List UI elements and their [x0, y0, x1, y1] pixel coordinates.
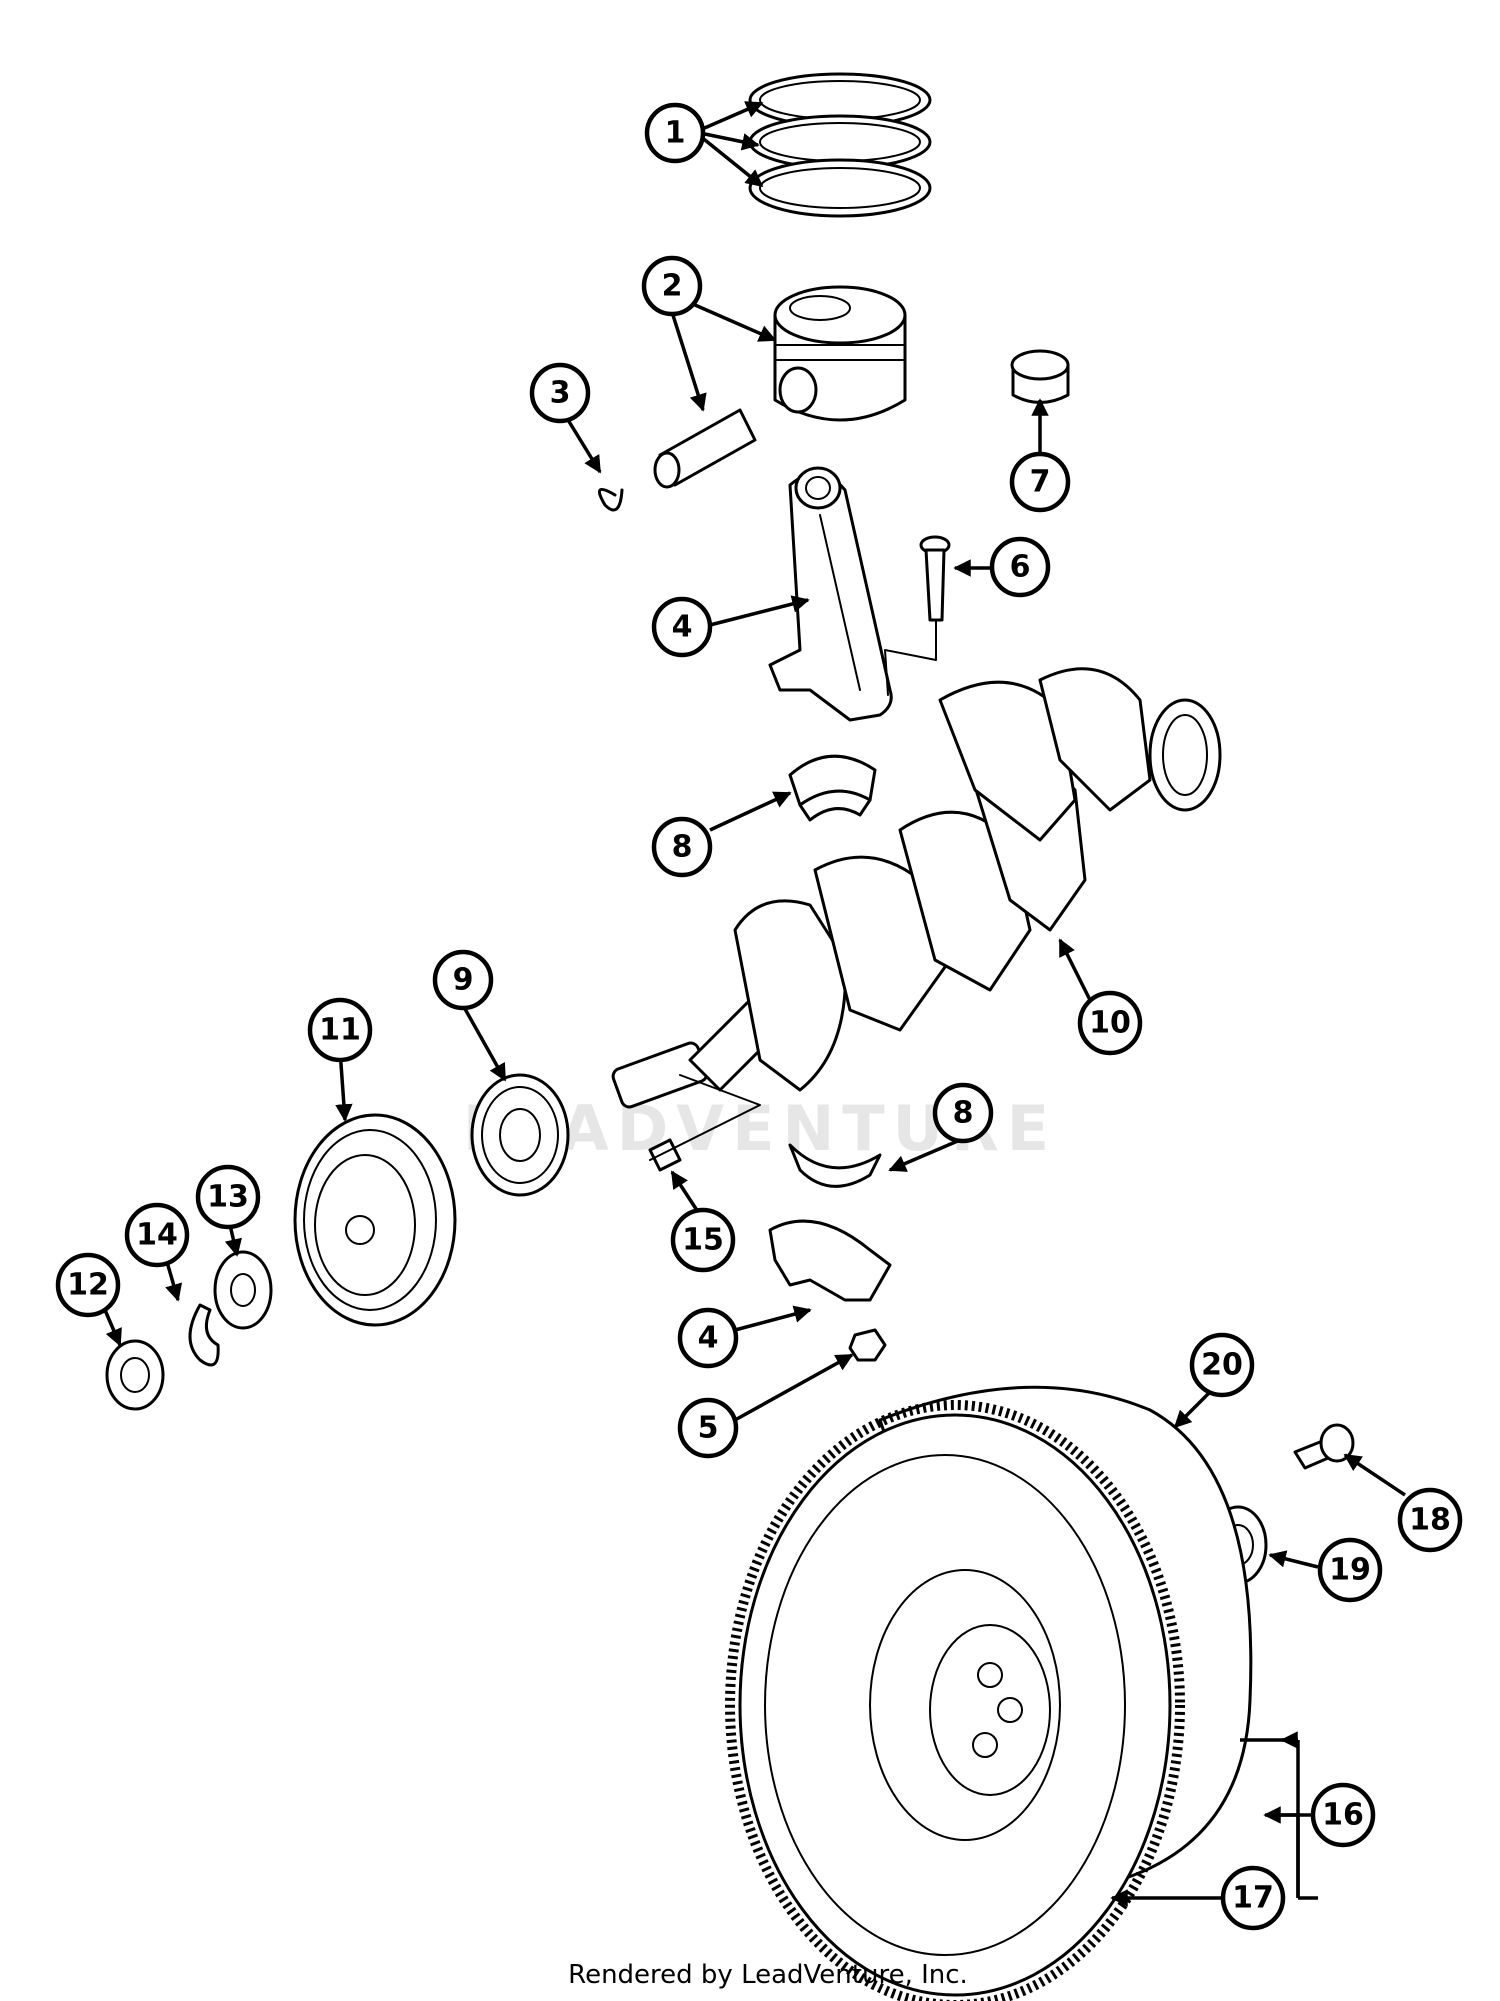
callout-1[interactable]: 1 [644, 102, 706, 164]
callout-19[interactable]: 19 [1317, 1537, 1383, 1603]
woodruff-key [648, 1138, 682, 1172]
callout-label: 14 [136, 1218, 178, 1253]
callout-5[interactable]: 5 [677, 1397, 739, 1459]
callout-label: 8 [953, 1096, 974, 1131]
footer-credit: Rendered by LeadVenture, Inc. [568, 1960, 968, 1990]
washer [213, 1250, 273, 1330]
callout-label: 6 [1010, 550, 1031, 585]
callout-12[interactable]: 12 [55, 1252, 121, 1318]
callout-label: 7 [1030, 465, 1051, 500]
callout-label: 8 [672, 830, 693, 865]
callout-11[interactable]: 11 [307, 997, 373, 1063]
flywheel [725, 1385, 1253, 2001]
callout-label: 16 [1322, 1798, 1364, 1833]
crankshaft [611, 667, 1222, 1109]
callout-16[interactable]: 16 [1310, 1782, 1376, 1848]
callout-4-cap[interactable]: 4 [677, 1307, 739, 1369]
rod-cap [768, 1219, 892, 1302]
upper-bearing-shell [788, 754, 877, 822]
callout-label: 5 [698, 1411, 719, 1446]
callout-label: 11 [319, 1013, 361, 1048]
callout-4-rod[interactable]: 4 [651, 596, 713, 658]
callout-label: 13 [207, 1180, 249, 1215]
pulley-nut [105, 1339, 165, 1411]
crankshaft-pulley [293, 1113, 457, 1327]
callout-6[interactable]: 6 [989, 536, 1051, 598]
callout-label: 2 [662, 269, 683, 304]
callout-label: 4 [672, 610, 693, 645]
callout-label: 3 [550, 376, 571, 411]
callout-label: 12 [67, 1268, 109, 1303]
callout-label: 15 [682, 1223, 724, 1258]
rod-nut [848, 1328, 887, 1362]
callout-label: 4 [698, 1321, 719, 1356]
callout-18[interactable]: 18 [1397, 1487, 1463, 1553]
callout-label: 9 [453, 963, 474, 998]
flywheel-bolt [1293, 1423, 1355, 1470]
callout-7[interactable]: 7 [1009, 451, 1071, 513]
ring-gear [725, 1400, 1185, 2001]
rod-bolt [884, 535, 951, 696]
callout-15[interactable]: 15 [670, 1207, 736, 1273]
callout-label: 20 [1201, 1348, 1243, 1383]
piston-pin [653, 408, 757, 489]
callout-14[interactable]: 14 [124, 1202, 190, 1268]
callout-label: 18 [1409, 1503, 1451, 1538]
callout-label: 19 [1329, 1553, 1371, 1588]
callout-8-lower[interactable]: 8 [932, 1082, 994, 1144]
callout-3[interactable]: 3 [529, 362, 591, 424]
callout-8-upper[interactable]: 8 [651, 816, 713, 878]
callout-label: 10 [1089, 1006, 1131, 1041]
callout-20[interactable]: 20 [1189, 1332, 1255, 1398]
callout-2[interactable]: 2 [641, 255, 703, 317]
callout-13[interactable]: 13 [195, 1164, 261, 1230]
small-end-bushing [1010, 349, 1070, 404]
lock-washer [188, 1303, 220, 1367]
callout-10[interactable]: 10 [1077, 990, 1143, 1056]
connecting-rod [768, 466, 893, 722]
callout-17[interactable]: 17 [1220, 1865, 1286, 1931]
snap-ring [597, 487, 624, 512]
piston [773, 285, 907, 422]
callout-label: 1 [665, 116, 686, 151]
lower-bearing-shell [788, 1143, 882, 1188]
piston-rings [748, 72, 932, 218]
crankshaft-gear [470, 1073, 570, 1197]
callout-9[interactable]: 9 [432, 949, 494, 1011]
callout-label: 17 [1232, 1881, 1274, 1916]
